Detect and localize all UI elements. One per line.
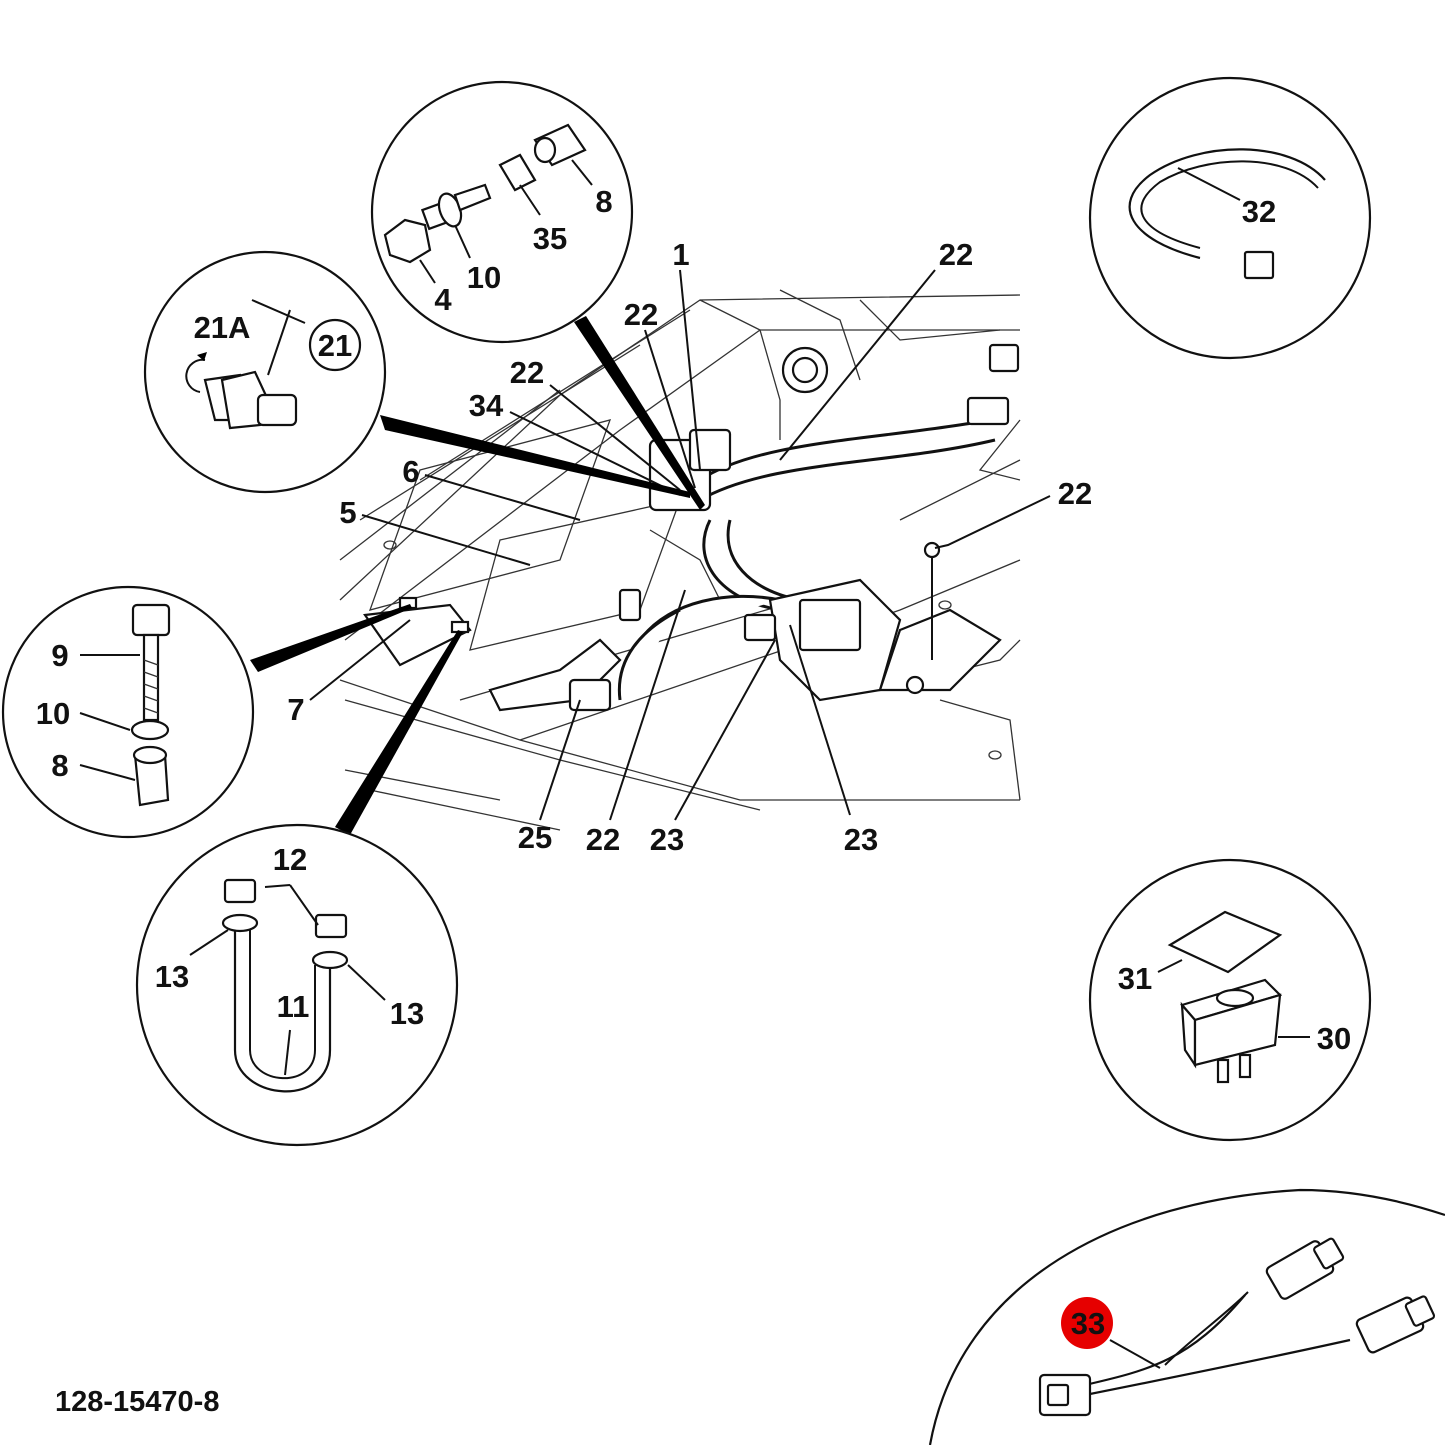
callout-6: 6 bbox=[402, 454, 419, 489]
callout-22: 22 bbox=[624, 297, 658, 332]
document-number: 128-15470-8 bbox=[55, 1386, 219, 1418]
callout-23: 23 bbox=[844, 822, 878, 857]
callout-22: 22 bbox=[1058, 476, 1092, 511]
callout-35: 35 bbox=[533, 221, 567, 256]
detail-circle-switch bbox=[1088, 858, 1372, 1142]
callout-34: 34 bbox=[469, 388, 504, 423]
callout-23: 23 bbox=[650, 822, 684, 857]
detail-circle-u-bolt bbox=[135, 823, 459, 1147]
callout-labels: 1 22 22 22 34 6 5 22 7 25 22 23 23 4 10 … bbox=[36, 184, 1351, 1418]
callout-21a: 21A bbox=[194, 310, 251, 345]
detail-circle-cable-tie bbox=[1088, 76, 1372, 360]
callout-4: 4 bbox=[434, 282, 452, 317]
detail-circle-harness bbox=[928, 1188, 1445, 1445]
callout-10: 10 bbox=[467, 260, 501, 295]
leader-lines bbox=[309, 269, 1051, 821]
callout-7: 7 bbox=[287, 692, 304, 727]
callout-32: 32 bbox=[1242, 194, 1276, 229]
callout-13: 13 bbox=[155, 959, 189, 994]
callout-8: 8 bbox=[51, 748, 68, 783]
detail-circle-mount-bolt bbox=[1, 585, 255, 839]
callout-13: 13 bbox=[390, 996, 424, 1031]
callout-22: 22 bbox=[510, 355, 544, 390]
detail-pointers bbox=[250, 316, 705, 835]
detail-circle-fitting bbox=[143, 250, 387, 494]
callout-30: 30 bbox=[1317, 1021, 1351, 1056]
callout-9: 9 bbox=[51, 638, 68, 673]
callout-10: 10 bbox=[36, 696, 70, 731]
callout-1: 1 bbox=[672, 237, 689, 272]
callout-12: 12 bbox=[273, 842, 307, 877]
highlight-marker bbox=[1061, 1297, 1113, 1349]
callout-22: 22 bbox=[939, 237, 973, 272]
detail-circle-bolt bbox=[370, 80, 634, 344]
callout-8: 8 bbox=[595, 184, 612, 219]
callout-31: 31 bbox=[1118, 961, 1152, 996]
main-assembly-drawing bbox=[339, 289, 1021, 831]
callout-33: 33 bbox=[1071, 1306, 1105, 1341]
callout-21: 21 bbox=[318, 328, 352, 363]
callout-5: 5 bbox=[339, 495, 356, 530]
callout-22: 22 bbox=[586, 822, 620, 857]
callout-11: 11 bbox=[277, 989, 310, 1024]
callout-25: 25 bbox=[518, 820, 552, 855]
